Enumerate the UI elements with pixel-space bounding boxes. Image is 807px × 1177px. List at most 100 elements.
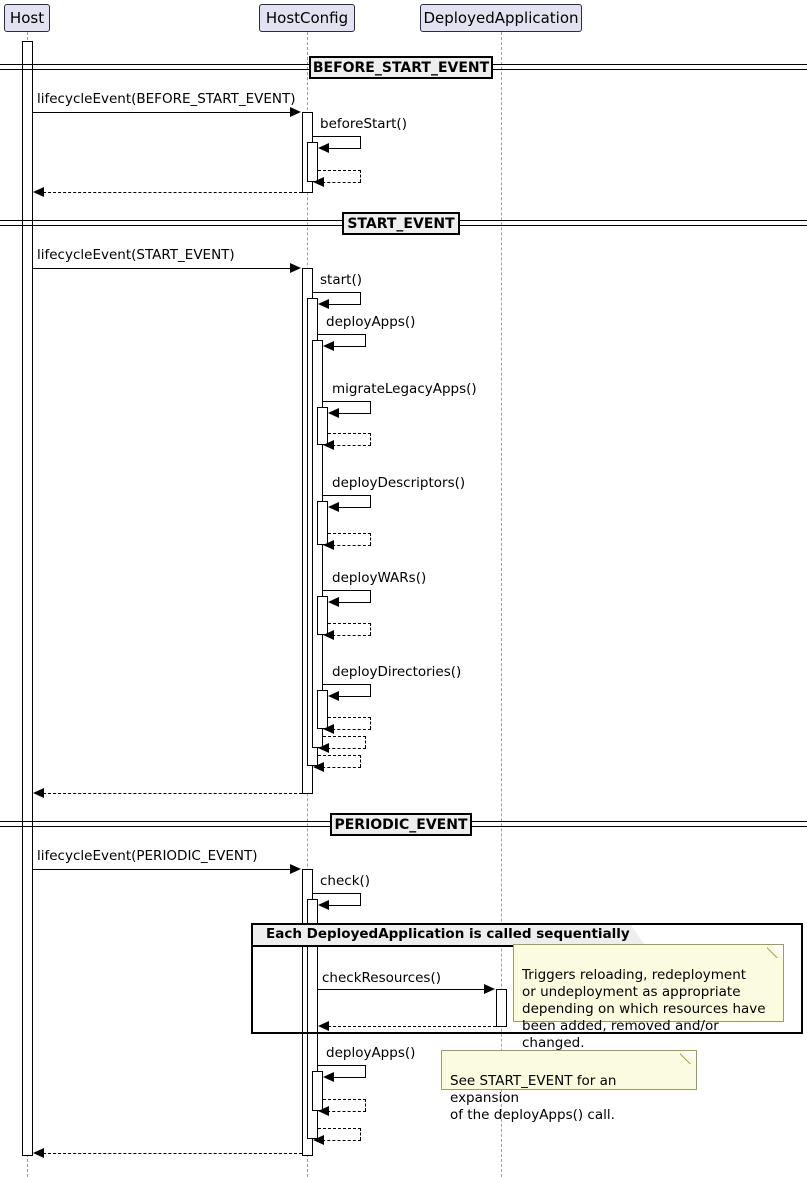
message-arrowhead-m18 bbox=[33, 788, 44, 798]
message-line-m26 bbox=[38, 1153, 302, 1154]
message-arrowhead-m1 bbox=[290, 107, 301, 117]
message-line-m20-bottom bbox=[322, 905, 361, 906]
note-fold-line-icon-2 bbox=[680, 1051, 696, 1067]
message-arrowhead-m10 bbox=[328, 502, 339, 512]
message-line-m18 bbox=[38, 793, 302, 794]
message-line-m12-top bbox=[323, 590, 371, 591]
message-vert-m16 bbox=[365, 736, 366, 748]
activation-hostconfig-periodic-l1 bbox=[307, 899, 318, 1139]
note-fold-line-icon bbox=[767, 945, 783, 961]
message-line-m19 bbox=[33, 869, 291, 870]
divider-before-start-event: BEFORE_START_EVENT bbox=[309, 56, 493, 79]
message-vert-m14 bbox=[370, 684, 371, 697]
message-line-m1 bbox=[33, 112, 291, 113]
divider-periodic-event-label: PERIODIC_EVENT bbox=[334, 816, 468, 833]
message-line-m2-bottom bbox=[322, 148, 361, 149]
message-arrowhead-m16 bbox=[318, 743, 329, 753]
message-line-m22 bbox=[323, 1026, 496, 1027]
divider-start-event-label: START_EVENT bbox=[347, 215, 455, 232]
activation-hostconfig-deploywars bbox=[317, 596, 328, 635]
message-label-m7: deployApps() bbox=[326, 314, 416, 330]
message-label-m23: deployApps() bbox=[326, 1045, 416, 1061]
message-label-m21: checkResources() bbox=[322, 970, 442, 986]
message-line-m11-bottom bbox=[327, 545, 371, 546]
activation-hostconfig-migratelegacyapps bbox=[317, 407, 328, 445]
message-arrowhead-m20 bbox=[318, 900, 329, 910]
activation-hostconfig-beforestart-inner bbox=[307, 142, 318, 182]
message-line-m24-bottom bbox=[322, 1111, 366, 1112]
message-line-m17-top bbox=[318, 755, 361, 756]
message-vert-m25 bbox=[360, 1128, 361, 1140]
lifeline-deployedapplication bbox=[501, 32, 502, 1177]
message-line-m6-top bbox=[313, 292, 361, 293]
message-vert-m9 bbox=[370, 433, 371, 445]
divider-periodic-event: PERIODIC_EVENT bbox=[330, 813, 472, 836]
message-vert-m6 bbox=[360, 292, 361, 305]
message-arrowhead-m19 bbox=[290, 864, 301, 874]
message-vert-m23 bbox=[365, 1065, 366, 1078]
message-arrowhead-m11 bbox=[323, 540, 334, 550]
activation-hostconfig-periodic-deployapps bbox=[312, 1071, 323, 1111]
message-line-m13-bottom bbox=[327, 635, 371, 636]
message-line-m25-top bbox=[318, 1128, 361, 1129]
message-line-m4 bbox=[38, 192, 302, 193]
participant-hostconfig[interactable]: HostConfig bbox=[259, 4, 355, 32]
message-label-m19: lifecycleEvent(PERIODIC_EVENT) bbox=[37, 848, 258, 864]
message-line-m14-bottom bbox=[332, 696, 371, 697]
message-arrowhead-m24 bbox=[318, 1106, 329, 1116]
message-line-m25-bottom bbox=[317, 1140, 361, 1141]
message-line-m10-top bbox=[323, 495, 371, 496]
message-arrowhead-m12 bbox=[328, 597, 339, 607]
note-check-resources-text: Triggers reloading, redeployment or unde… bbox=[522, 967, 766, 1051]
participant-host[interactable]: Host bbox=[4, 4, 50, 32]
group-header-each-deployedapplication: Each DeployedApplication is called seque… bbox=[253, 925, 646, 947]
message-arrowhead-m13 bbox=[323, 630, 334, 640]
message-arrowhead-m14 bbox=[328, 691, 339, 701]
participant-deployedapplication[interactable]: DeployedApplication bbox=[420, 4, 582, 32]
message-vert-m12 bbox=[370, 590, 371, 603]
message-vert-m13 bbox=[370, 623, 371, 635]
activation-hostconfig-deploydirectories bbox=[317, 690, 328, 729]
message-line-m6-bottom bbox=[322, 304, 361, 305]
message-arrowhead-m25 bbox=[313, 1135, 324, 1145]
message-vert-m17 bbox=[360, 755, 361, 767]
note-deploy-apps: See START_EVENT for an expansion of the … bbox=[441, 1050, 697, 1123]
message-line-m23-top bbox=[318, 1065, 366, 1066]
message-label-m2: beforeStart() bbox=[320, 116, 407, 132]
message-arrowhead-m5 bbox=[290, 263, 301, 273]
message-line-m7-top bbox=[318, 334, 366, 335]
message-line-m12-bottom bbox=[332, 602, 371, 603]
message-arrowhead-m17 bbox=[313, 762, 324, 772]
message-label-m5: lifecycleEvent(START_EVENT) bbox=[37, 247, 235, 263]
participant-hostconfig-label: HostConfig bbox=[265, 8, 349, 27]
activation-deployedapplication-checkresources bbox=[496, 989, 507, 1027]
activation-host bbox=[22, 41, 33, 1156]
message-line-m15-bottom bbox=[327, 729, 371, 730]
message-label-m8: migrateLegacyApps() bbox=[332, 381, 477, 397]
group-frame-each-deployedapplication bbox=[251, 923, 803, 1034]
message-line-m3-bottom bbox=[317, 182, 361, 183]
message-vert-m24 bbox=[365, 1099, 366, 1111]
message-vert-m2 bbox=[360, 136, 361, 149]
message-arrowhead-m22 bbox=[318, 1021, 329, 1031]
message-label-m10: deployDescriptors() bbox=[332, 475, 466, 491]
message-label-m14: deployDirectories() bbox=[332, 664, 462, 680]
message-line-m11-top bbox=[328, 533, 371, 534]
message-line-m24-top bbox=[323, 1099, 366, 1100]
activation-hostconfig-deploydescriptors bbox=[317, 501, 328, 545]
participant-host-label: Host bbox=[9, 8, 45, 27]
message-vert-m8 bbox=[370, 401, 371, 414]
note-deploy-apps-text: See START_EVENT for an expansion of the … bbox=[450, 1073, 617, 1123]
message-label-m12: deployWARs() bbox=[332, 570, 427, 586]
message-line-m7-bottom bbox=[327, 346, 366, 347]
message-line-m20-top bbox=[313, 893, 361, 894]
message-arrowhead-m8 bbox=[328, 408, 339, 418]
message-arrowhead-m9 bbox=[323, 440, 334, 450]
message-label-m1: lifecycleEvent(BEFORE_START_EVENT) bbox=[37, 91, 296, 107]
message-line-m3-top bbox=[318, 170, 361, 171]
message-line-m9-bottom bbox=[327, 445, 371, 446]
divider-start-event: START_EVENT bbox=[342, 212, 460, 235]
message-arrowhead-m26 bbox=[33, 1148, 44, 1158]
message-vert-m11 bbox=[370, 533, 371, 545]
